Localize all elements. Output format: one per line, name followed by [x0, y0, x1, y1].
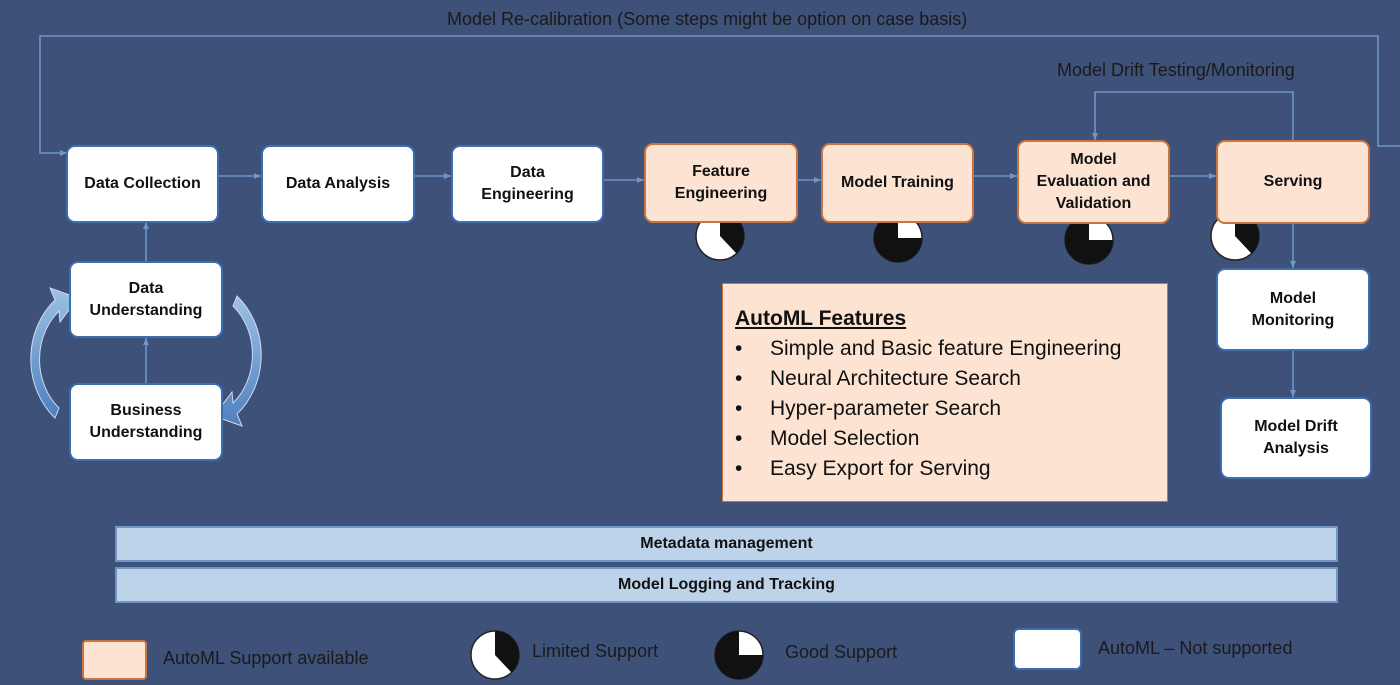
- feature-engineering-box: Feature Engineering: [644, 143, 798, 223]
- legend-good-pie-wedge: [715, 631, 763, 679]
- model-monitoring-box: Model Monitoring: [1216, 268, 1370, 351]
- automl-feature-item: •Easy Export for Serving: [735, 454, 1167, 484]
- serving-box: Serving: [1216, 140, 1370, 224]
- legend-limited-pie-wedge: [495, 631, 520, 673]
- legend-not-supported-swatch: [1013, 628, 1082, 670]
- automl-features-list: •Simple and Basic feature Engineering •N…: [735, 334, 1167, 484]
- pie-model-evaluation-wedge: [1065, 216, 1113, 264]
- model-drift-analysis-box: Model Drift Analysis: [1220, 397, 1372, 479]
- pie-model-evaluation: [1064, 215, 1114, 265]
- recalibration-label: Model Re-calibration (Some steps might b…: [447, 9, 968, 29]
- legend-automl-swatch: [82, 640, 147, 680]
- pie-model-training: [873, 213, 923, 263]
- cycle-arrow-left: [30, 287, 79, 419]
- bullet: •: [735, 337, 743, 360]
- bullet: •: [735, 397, 743, 420]
- legend-limited-pie: [470, 630, 520, 680]
- model-evaluation-box: Model Evaluation and Validation: [1017, 140, 1170, 224]
- legend-good-pie: [714, 630, 764, 680]
- drift-testing-label: Model Drift Testing/Monitoring: [1057, 60, 1295, 80]
- automl-feature-item: •Simple and Basic feature Engineering: [735, 334, 1167, 364]
- legend-good-label: Good Support: [785, 642, 898, 662]
- automl-features-box: AutoML Features •Simple and Basic featur…: [722, 283, 1168, 502]
- data-understanding-box: Data Understanding: [69, 261, 223, 338]
- cycle-arrow-right: [213, 295, 262, 427]
- automl-features-title: AutoML Features: [735, 307, 907, 330]
- data-engineering-box: Data Engineering: [451, 145, 604, 223]
- metadata-management-bar: Metadata management: [115, 526, 1338, 562]
- automl-feature-item: •Model Selection: [735, 424, 1167, 454]
- drift-testing-loop-line: [1092, 91, 1294, 140]
- business-understanding-box: Business Understanding: [69, 383, 223, 461]
- pie-model-training-wedge: [874, 214, 922, 262]
- model-logging-bar: Model Logging and Tracking: [115, 567, 1338, 603]
- recalibration-loop-line: [39, 35, 1400, 156]
- data-collection-box: Data Collection: [66, 145, 219, 223]
- bullet: •: [735, 457, 743, 480]
- data-analysis-box: Data Analysis: [261, 145, 415, 223]
- legend-limited-label: Limited Support: [532, 641, 659, 661]
- legend-not-supported-label: AutoML – Not supported: [1098, 638, 1293, 658]
- legend-automl-label: AutoML Support available: [163, 648, 369, 668]
- bullet: •: [735, 427, 743, 450]
- automl-feature-item: •Hyper-parameter Search: [735, 394, 1167, 424]
- automl-feature-item: •Neural Architecture Search: [735, 364, 1167, 394]
- model-training-box: Model Training: [821, 143, 974, 223]
- bullet: •: [735, 367, 743, 390]
